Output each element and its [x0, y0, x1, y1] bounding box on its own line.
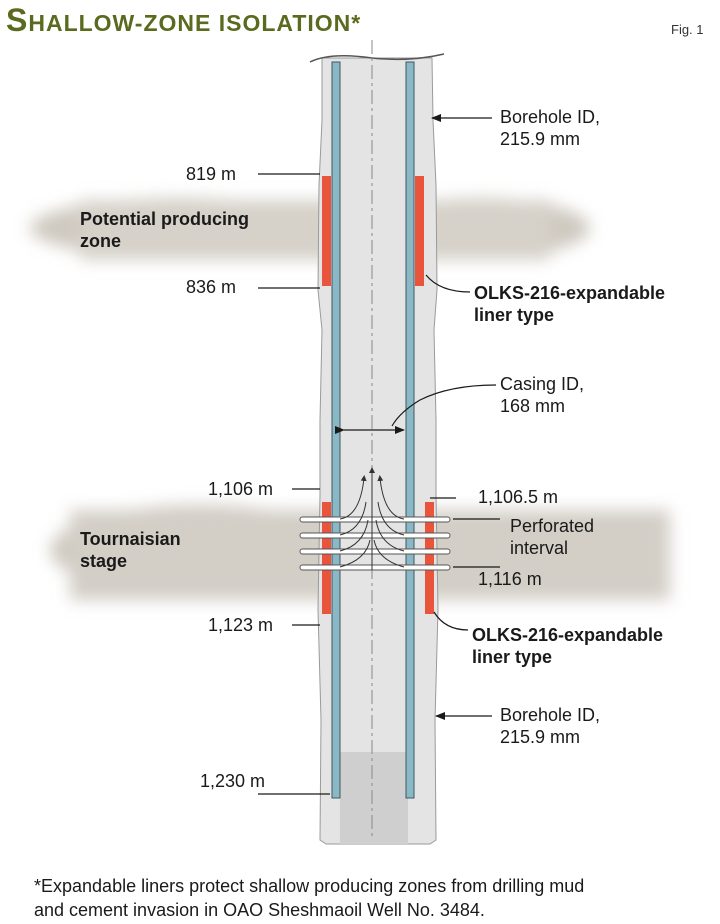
- perforations: [299, 516, 451, 571]
- liner-lower-left: [322, 502, 331, 614]
- label-depth-1230: 1,230 m: [200, 771, 266, 791]
- liner-upper-right: [415, 176, 424, 286]
- title-initial: S: [6, 2, 29, 38]
- label-potential-producing-zone: Potential producing zone: [80, 209, 249, 251]
- label-borehole-id-bottom: Borehole ID, 215.9 mm: [500, 705, 601, 747]
- page-title: SHALLOW-ZONE ISOLATION*: [6, 4, 361, 36]
- casing-wall-right: [405, 61, 415, 799]
- liner-lower-right: [425, 502, 434, 614]
- label-depth-1106-5: 1,106.5 m: [478, 487, 559, 507]
- label-liner-type-lower: OLKS-216-expandable liner type: [472, 625, 664, 667]
- casing-wall-left: [331, 61, 341, 799]
- inflow-arrows: [339, 467, 405, 570]
- label-casing-id: Casing ID, 168 mm: [500, 374, 585, 416]
- label-depth-1116: 1,116 m: [478, 569, 542, 589]
- figure-label: Fig. 1: [671, 22, 704, 37]
- label-borehole-id-top: Borehole ID, 215.9 mm: [500, 107, 601, 149]
- footnote: *Expandable liners protect shallow produ…: [34, 876, 585, 920]
- title-rest: HALLOW-ZONE ISOLATION*: [28, 10, 362, 36]
- liner-upper-left: [322, 176, 331, 286]
- cement-plug: [340, 752, 408, 844]
- label-tournaisian-stage: Tournaisian stage: [80, 529, 181, 571]
- label-liner-type-upper: OLKS-216-expandable liner type: [474, 283, 666, 325]
- label-perforated-interval: Perforated interval: [510, 516, 595, 558]
- label-depth-1123: 1,123 m: [208, 615, 274, 635]
- leader-lines: [258, 114, 500, 795]
- label-depth-836: 836 m: [186, 277, 237, 297]
- label-depth-819: 819 m: [186, 164, 237, 184]
- label-depth-1106: 1,106 m: [208, 479, 274, 499]
